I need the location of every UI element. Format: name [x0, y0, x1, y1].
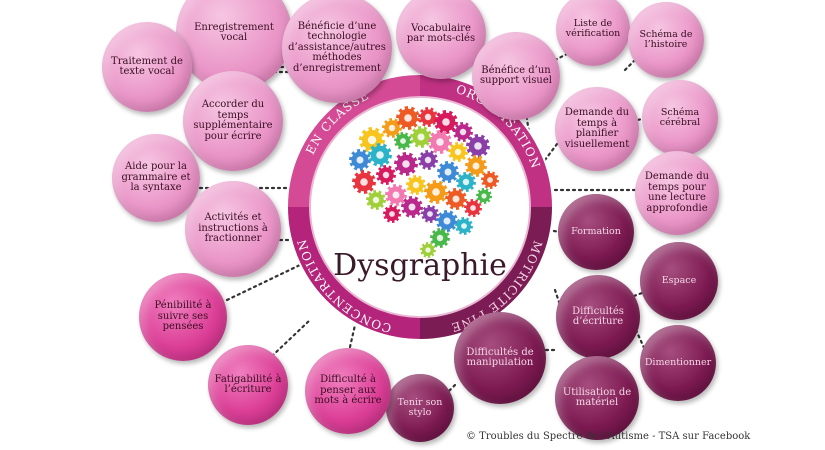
gear-hole	[402, 160, 410, 168]
topic-bubble: Difficulté à penser aux mots à écrire	[305, 348, 391, 434]
topic-bubble-label: Dimentionner	[644, 357, 712, 369]
gear-hole	[424, 113, 432, 121]
topic-bubble: Bénéficie d’une technologie d’assistance…	[282, 0, 392, 103]
gear-hole	[424, 156, 432, 164]
topic-bubble: Formation	[558, 194, 634, 270]
topic-bubble: Aide pour la grammaire et la syntaxe	[112, 134, 200, 222]
gear-hole	[459, 128, 467, 136]
gear-hole	[425, 247, 431, 253]
topic-bubble-label: Demande du temps pour une lecture approf…	[644, 171, 710, 214]
topic-bubble-label: Difficultés d’écriture	[572, 305, 624, 327]
topic-bubble: Pénibilité à suivre ses pensées	[139, 273, 227, 361]
gear-hole	[444, 168, 452, 176]
topic-bubble-label: Traitement de texte vocal	[111, 55, 183, 77]
topic-bubble-label: Espace	[661, 275, 697, 287]
topic-bubble: Accorder du temps supplémentaire pour éc…	[183, 71, 283, 171]
topic-bubble: Espace	[640, 242, 718, 320]
gear-hole	[462, 178, 470, 186]
topic-bubble: Difficultés d’écriture	[556, 275, 640, 359]
topic-bubble: Fatigabilité à l’écriture	[208, 345, 288, 425]
topic-bubble-label: Schéma cérébral	[659, 107, 701, 128]
gear-hole	[454, 148, 462, 156]
topic-bubble-label: Bénéfice d’un support visuel	[480, 64, 552, 86]
gear-hole	[432, 188, 440, 196]
gear-hole	[474, 142, 482, 150]
gear-hole	[408, 203, 416, 211]
gear-hole	[452, 195, 460, 203]
topic-bubble: Traitement de texte vocal	[102, 22, 192, 112]
topic-bubble: Dimentionner	[640, 325, 716, 401]
topic-bubble-label: Enregistrement vocal	[194, 21, 274, 43]
gear-hole	[356, 156, 364, 164]
topic-bubble-label: Liste de vérification	[565, 18, 621, 39]
topic-bubble-label: Accorder du temps supplémentaire pour éc…	[193, 99, 273, 142]
gear-hole	[388, 124, 396, 132]
topic-bubble: Demande du temps à planifier visuellemen…	[555, 87, 639, 171]
topic-bubble: Liste de vérification	[556, 0, 630, 66]
central-title: Dysgraphie	[333, 248, 507, 283]
topic-bubble-label: Difficulté à penser aux mots à écrire	[314, 374, 382, 407]
gear-hole	[389, 211, 395, 217]
topic-bubble: Difficultés de manipulation	[454, 312, 546, 404]
topic-bubble-label: Formation	[571, 226, 621, 238]
topic-bubble-label: Tenir son stylo	[397, 397, 443, 418]
topic-bubble: Schéma cérébral	[642, 80, 718, 156]
gear-hole	[382, 171, 390, 179]
gear-brain-icon	[349, 106, 499, 258]
topic-bubble-label: Difficultés de manipulation	[466, 346, 534, 368]
copyright-notice: © Troubles du Spectre de l’Autisme - TSA…	[466, 431, 751, 442]
topic-bubble: Tenir son stylo	[386, 374, 454, 442]
gear-hole	[417, 133, 425, 141]
gear-hole	[360, 178, 368, 186]
gear-hole	[427, 211, 433, 217]
gear-hole	[481, 193, 487, 199]
topic-bubble: Activités et instructions à fractionner	[185, 181, 281, 277]
topic-bubble: Vocabulaire par mots-clés	[396, 0, 486, 79]
topic-bubble-label: Bénéficie d’une technologie d’assistance…	[288, 20, 386, 74]
topic-bubble-label: Fatigabilité à l’écriture	[214, 373, 282, 395]
topic-bubble-label: Vocabulaire par mots-clés	[406, 22, 476, 44]
topic-bubble: Schéma de l’histoire	[628, 2, 704, 78]
connector-line	[270, 318, 312, 358]
topic-bubble: Demande du temps pour une lecture approf…	[635, 151, 719, 235]
gear-hole	[470, 205, 476, 211]
gear-hole	[376, 151, 384, 159]
gear-hole	[461, 223, 467, 229]
topic-bubble-label: Utilisation de matériel	[562, 386, 632, 408]
topic-bubble-label: Pénibilité à suivre ses pensées	[154, 300, 212, 333]
connector-line	[348, 323, 357, 349]
gear-hole	[372, 196, 380, 204]
gear-hole	[392, 191, 400, 199]
gear-hole	[472, 162, 480, 170]
gear-hole	[487, 177, 493, 183]
gear-hole	[443, 217, 451, 225]
topic-bubble: Bénéfice d’un support visuel	[472, 32, 560, 120]
topic-bubble-label: Demande du temps à planifier visuellemen…	[564, 107, 630, 150]
gear-hole	[367, 135, 377, 145]
topic-bubble-label: Schéma de l’histoire	[639, 29, 693, 50]
gear-hole	[404, 114, 412, 122]
gear-hole	[436, 234, 444, 242]
gear-hole	[412, 181, 420, 189]
topic-bubble-label: Aide pour la grammaire et la syntaxe	[121, 161, 191, 194]
topic-bubble-label: Activités et instructions à fractionner	[198, 212, 268, 245]
gear-hole	[436, 138, 444, 146]
gear-hole	[442, 118, 450, 126]
gear-hole	[400, 138, 406, 144]
topic-bubble: Utilisation de matériel	[555, 356, 639, 440]
connector-line	[225, 263, 302, 302]
